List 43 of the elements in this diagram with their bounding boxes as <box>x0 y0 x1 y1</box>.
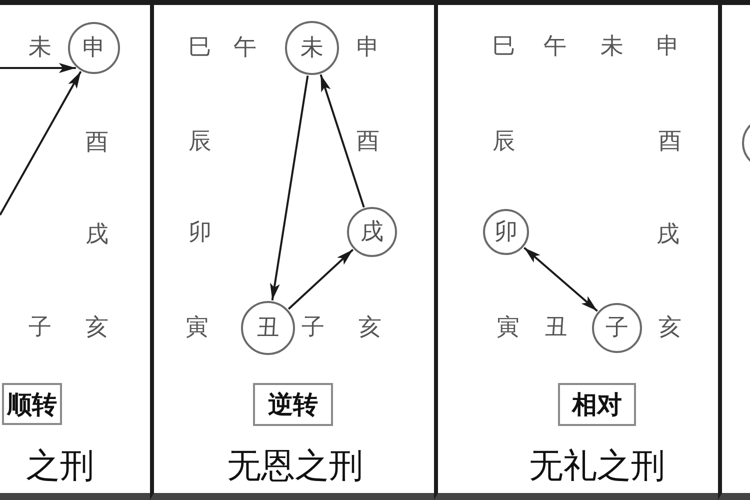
circled-character: 未 <box>285 21 339 75</box>
character-label: 午 <box>544 36 566 58</box>
circled-character: 子 <box>592 303 642 353</box>
character-label: 戌 <box>86 224 108 246</box>
character-label: 巳 <box>492 36 516 58</box>
character-label: 子 <box>302 316 324 340</box>
character-label: 辰 <box>492 130 516 154</box>
character-label: 寅 <box>186 316 208 340</box>
arrow <box>270 76 309 300</box>
circled-character: 申 <box>68 22 120 74</box>
panel-title: 无礼之刑 <box>529 449 665 483</box>
character-label: 酉 <box>86 132 108 154</box>
circled-character: 卯 <box>483 209 529 255</box>
panel-title: 之刑 <box>26 449 94 483</box>
character-label: 未 <box>28 36 52 60</box>
panel-title: 无恩之刑 <box>227 449 363 483</box>
character-label: 酉 <box>658 130 682 154</box>
character-label: 酉 <box>356 130 380 154</box>
arrow <box>288 248 354 310</box>
boxed-label: 逆转 <box>253 383 333 426</box>
character-label: 巳 <box>188 36 212 60</box>
character-label: 丑 <box>544 316 568 340</box>
character-label: 申 <box>356 36 380 60</box>
character-label: 子 <box>28 316 52 340</box>
arrow <box>0 63 76 73</box>
arrow <box>524 246 598 312</box>
character-label: 未 <box>600 36 624 58</box>
character-label: 寅 <box>496 316 520 340</box>
character-label: 亥 <box>86 316 108 340</box>
boxed-label: 顺转 <box>2 383 62 425</box>
character-label: 卯 <box>188 222 212 244</box>
character-label: 亥 <box>358 316 382 340</box>
panel-frame <box>718 0 750 500</box>
character-label: 午 <box>234 36 256 60</box>
character-label: 戌 <box>656 224 680 246</box>
circled-character: 丑 <box>241 301 295 355</box>
character-label: 亥 <box>658 316 682 340</box>
boxed-label: 相对 <box>558 383 636 426</box>
character-label: 辰 <box>188 130 212 154</box>
arrow <box>0 71 82 216</box>
character-label: 申 <box>656 36 680 58</box>
arrow <box>320 74 365 208</box>
circled-character: 戌 <box>347 207 397 257</box>
